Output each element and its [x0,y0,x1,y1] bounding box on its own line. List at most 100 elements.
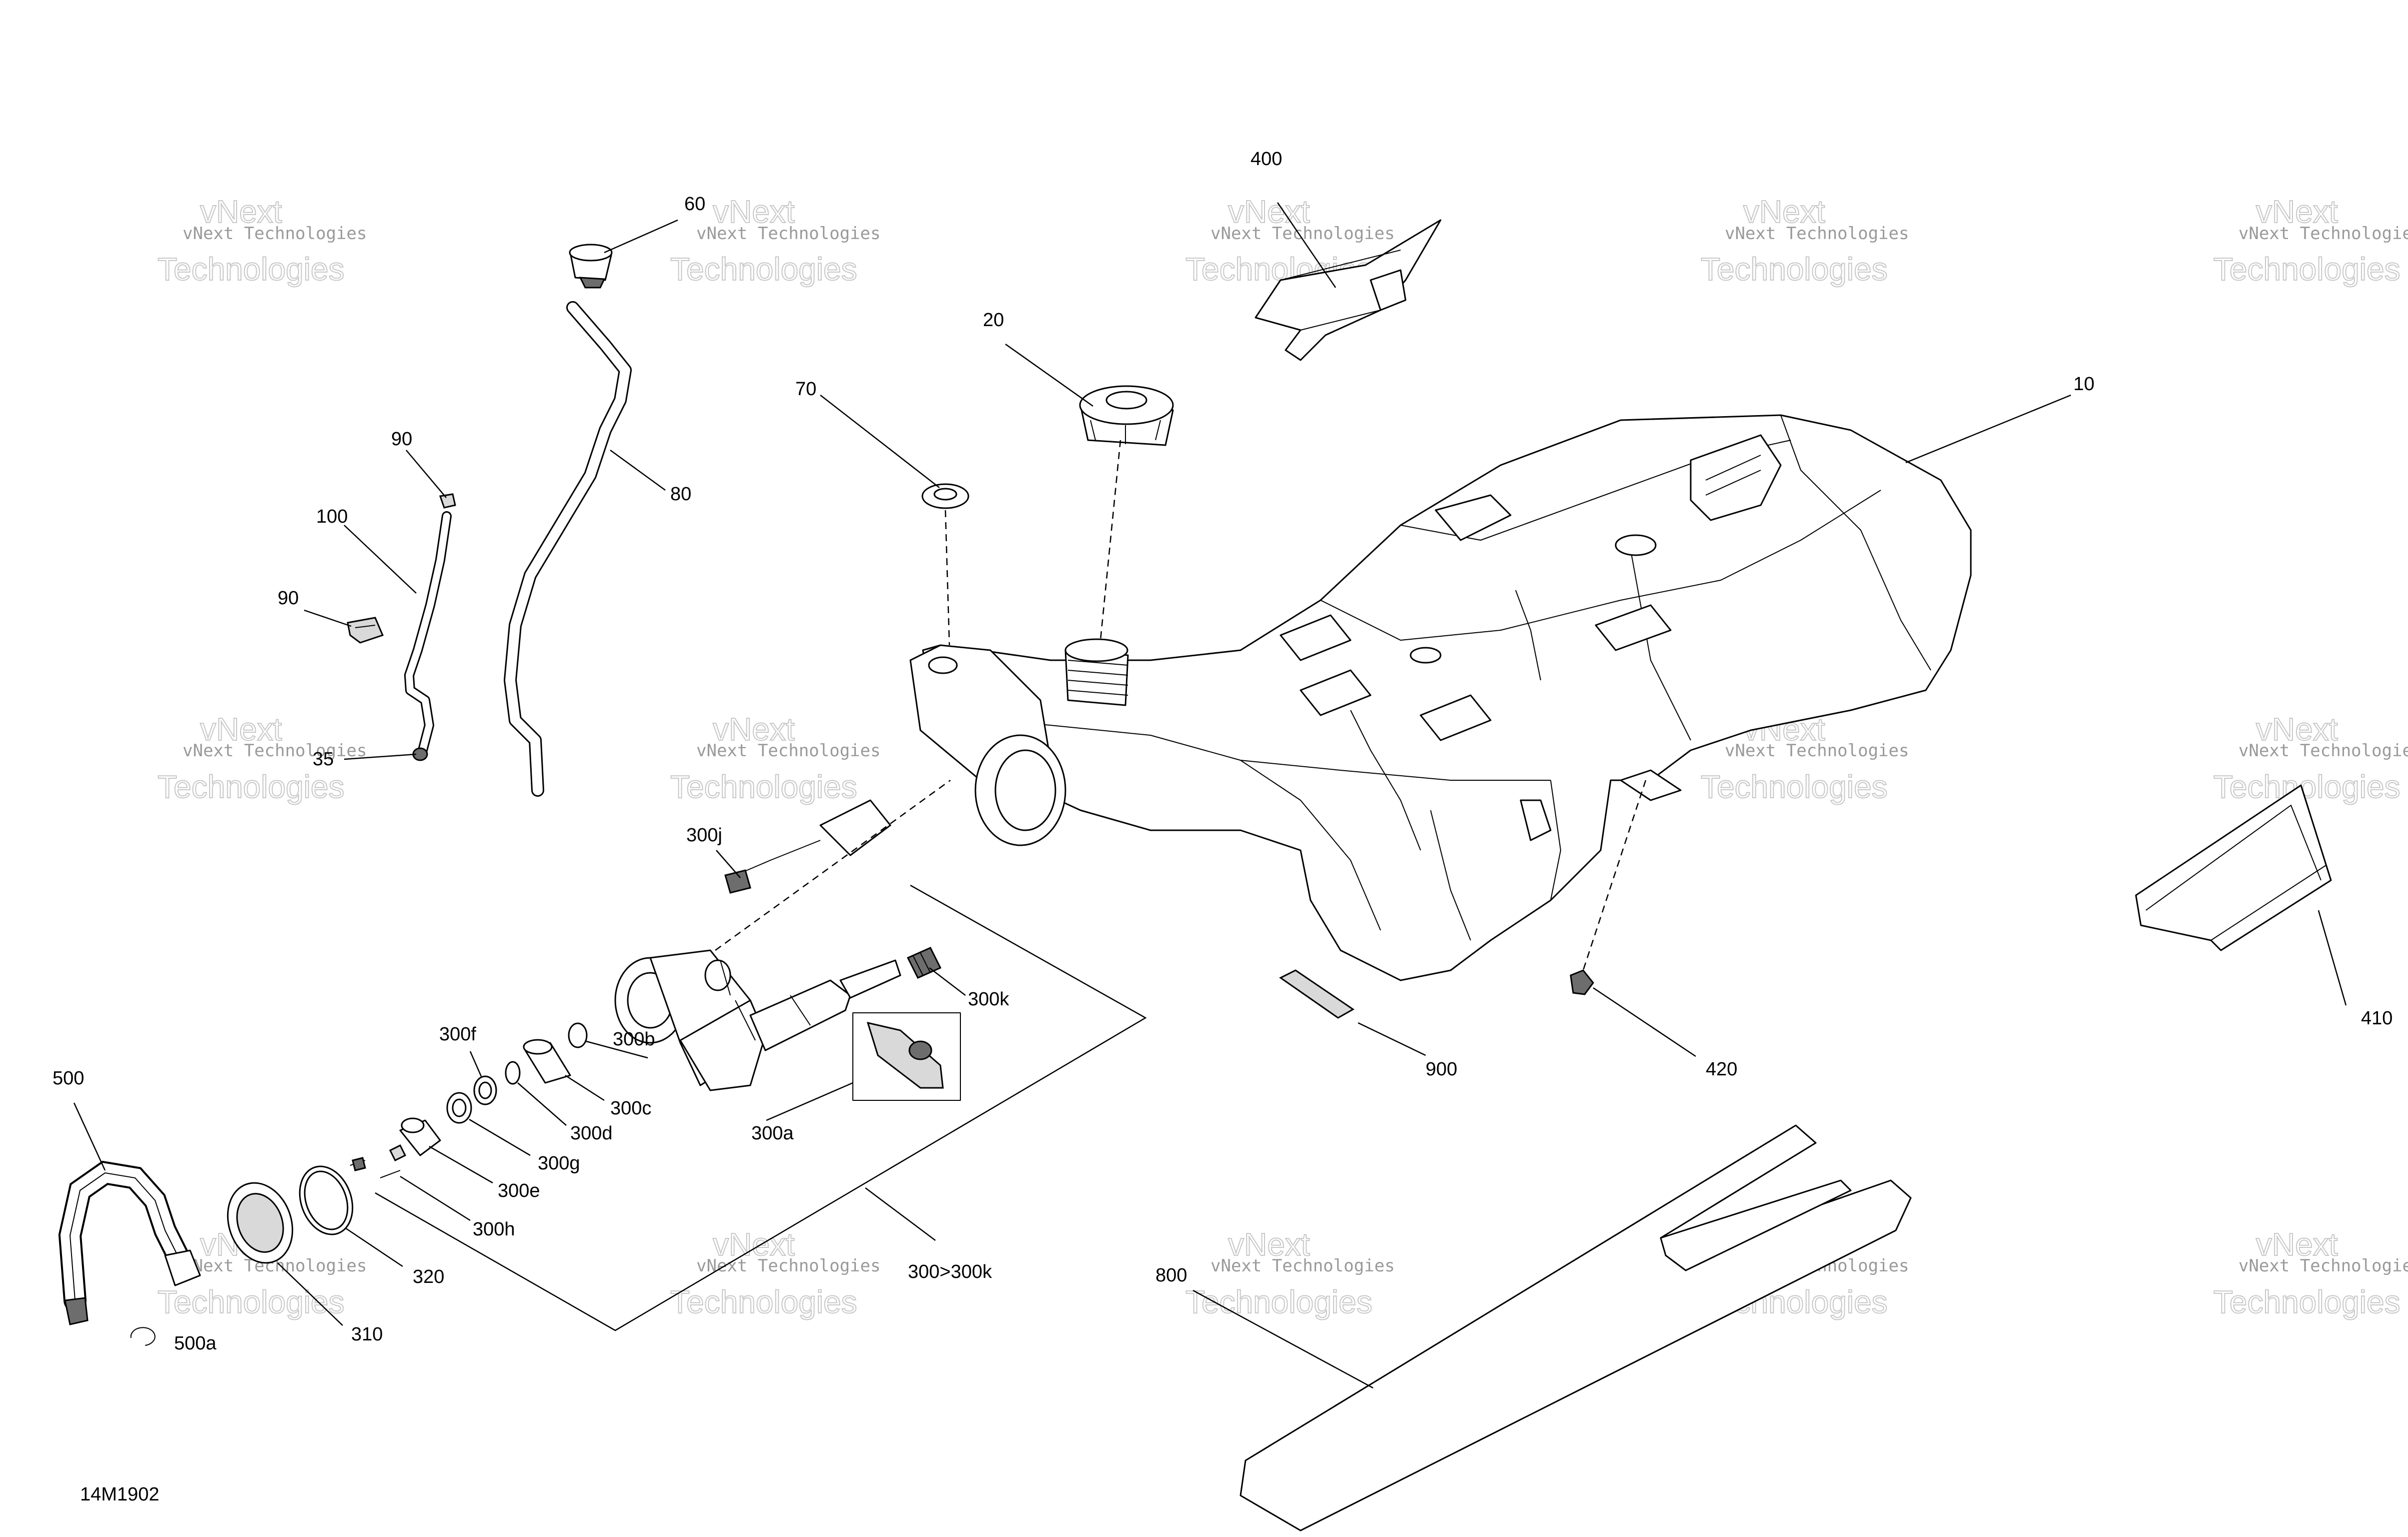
watermark-big-line-1: vNext [200,194,282,230]
watermark-big-line-1: vNext [2256,1226,2338,1262]
label-60: 60 [684,194,705,215]
label-300f: 300f [439,1024,476,1045]
fuel-tank-part-10 [909,414,1972,981]
label-410: 410 [2361,1008,2392,1029]
label-300e: 300e [498,1180,540,1201]
pad-part-800 [1240,1124,1912,1531]
spring-part-300k [906,947,942,979]
label-420: 420 [1706,1059,1737,1080]
fuel-hose-part-500 [58,1160,201,1325]
oring-part-300f [473,1075,497,1105]
leader-10 [1905,394,2071,464]
label-800: 800 [1155,1265,1187,1286]
watermark-mid-2: vNext Technologies vNext Technologies [670,711,880,805]
leader-20 [1005,343,1093,407]
leader-800 [1192,1289,1374,1389]
label-300k: 300k [968,989,1009,1010]
watermark-bot-5: vNext Technologies vNext Technologies [2213,1226,2408,1320]
label-400: 400 [1251,149,1282,170]
watermark-mid-5: vNext Technologies vNext Technologies [2213,711,2408,805]
watermark-big-line-1: vNext [2256,711,2338,747]
label-300h: 300h [473,1219,515,1240]
leader-70 [820,395,940,488]
leader-90-mid [304,609,352,627]
grommet-part-70 [921,483,969,509]
watermark-big-line-1: vNext [713,711,795,747]
label-300j: 300j [686,825,722,846]
watermark-top-1: vNext Technologies vNext Technologies [157,193,367,288]
leader-400 [1277,202,1337,288]
watermark-small-line: vNext Technologies [696,741,880,761]
label-part-900 [1279,969,1355,1019]
leader-300c [565,1074,605,1101]
nut-part-420 [1570,969,1594,995]
watermark-big-line-2: Technologies [1185,1284,1373,1320]
filler-cap-part-20 [1079,385,1174,446]
leader-80 [610,449,666,491]
label-300c: 300c [610,1098,651,1119]
watermark-big-line-2: Technologies [1701,251,1888,287]
watermark-small-line: vNext Technologies [2238,1256,2408,1276]
watermark-big-line-1: vNext [2256,194,2338,230]
watermark-small-line: vNext Technologies [1725,741,1909,761]
watermark-big-line-1: vNext [1228,1226,1310,1262]
label-10: 10 [2073,374,2094,395]
watermark-mid-1: vNext Technologies vNext Technologies [157,711,367,805]
label-70: 70 [795,379,816,400]
watermark-big-line-2: Technologies [2213,251,2400,287]
leader-900 [1358,1022,1426,1056]
watermark-big-line-2: Technologies [2213,1284,2400,1320]
clip-part-90-mid [347,617,384,644]
label-900: 900 [1426,1059,1457,1080]
label-300d: 300d [570,1123,613,1144]
pin-part-300h [350,1157,401,1178]
label-90-mid: 90 [278,588,299,609]
leader-420 [1593,987,1696,1057]
label-300a: 300a [751,1123,794,1144]
clip-part-500a [130,1327,156,1346]
leader-90-top [406,450,447,498]
detail-box-part-300a [852,1012,961,1101]
leader-500 [73,1102,106,1171]
watermark-big-line-2: Technologies [158,251,345,287]
watermark-big-line-2: Technologies [670,251,857,287]
heat-shield-part-400 [1255,219,1442,361]
leader-310 [277,1262,343,1326]
leader-35 [344,753,417,760]
vent-tube-part-80 [504,301,632,797]
watermark-big-line-1: vNext [1743,194,1825,230]
leader-320 [345,1227,403,1267]
watermark-small-line: vNext Technologies [183,224,367,244]
label-300g: 300g [538,1153,580,1174]
leader-300e [429,1145,493,1184]
label-300b: 300b [613,1029,655,1050]
watermark-big-line-2: Technologies [670,769,857,805]
vent-valve-part-60 [569,244,613,289]
watermark-top-4: vNext Technologies vNext Technologies [1700,193,1909,288]
clip-part-90-top [439,493,456,509]
watermark-big-line-2: Technologies [2213,769,2400,805]
watermark-small-line: vNext Technologies [1725,224,1909,244]
washer-part-300d [505,1061,521,1085]
leader-100 [344,525,417,594]
watermark-small-line: vNext Technologies [2238,741,2408,761]
assembly-dashed-lines [715,440,1647,971]
leader-lines [73,202,2347,1389]
watermark-bot-3: vNext Technologies vNext Technologies [1185,1226,1395,1320]
leader-410 [2317,910,2347,1006]
part-labels: 10 20 70 60 80 90 100 90 35 400 410 420 … [53,149,2392,1354]
watermark-big-line-1: vNext [1228,194,1310,230]
label-500a: 500a [174,1333,217,1354]
watermark-big-line-2: Technologies [670,1284,857,1320]
filter-part-300c [523,1039,571,1084]
watermark-bot-2: vNext Technologies vNext Technologies [670,1226,880,1320]
watermark-bot-1: vNext Technologies vNext Technologies [157,1226,367,1320]
watermark-big-line-2: Technologies [158,1284,345,1320]
label-310: 310 [351,1324,383,1345]
label-300-group: 300>300k [908,1261,992,1282]
leader-300h [400,1175,471,1221]
watermark-small-line: vNext Technologies [183,741,367,761]
watermark-small-line: vNext Technologies [2238,224,2408,244]
watermark-small-line: vNext Technologies [1211,1256,1395,1276]
